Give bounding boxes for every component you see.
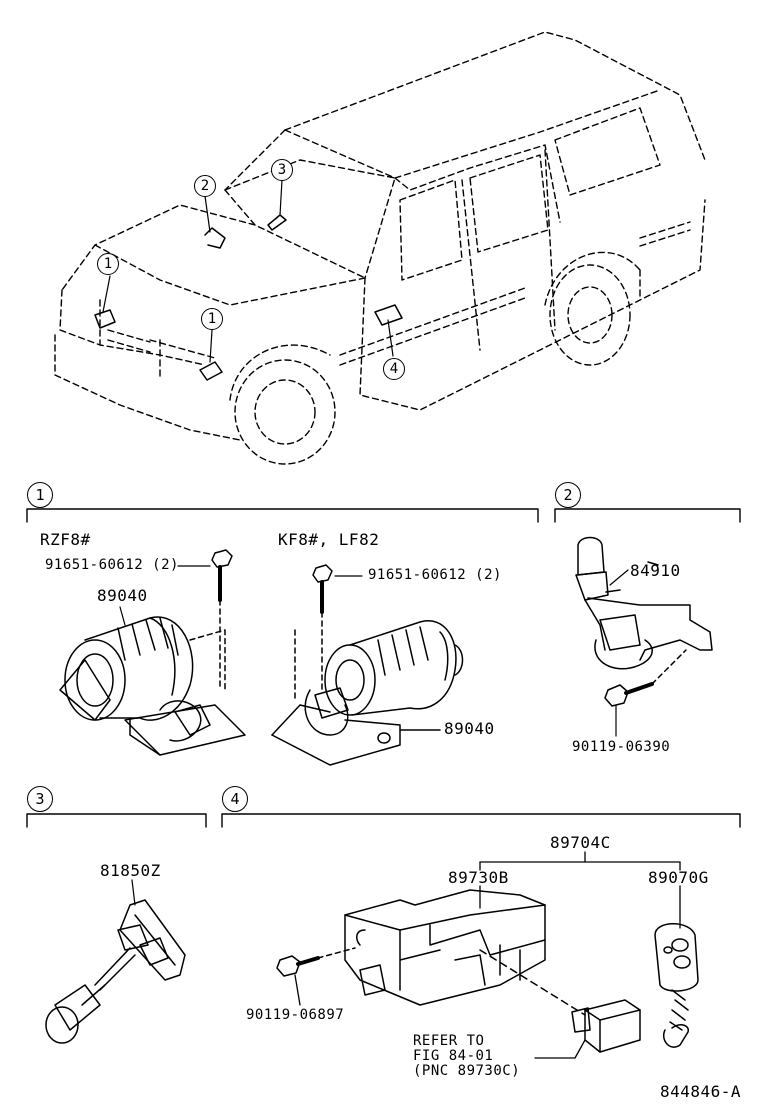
vehicle-callout-hood-switch: 2 — [194, 175, 216, 197]
vehicle-callout-horn-left: 1 — [97, 253, 119, 275]
bolt-part-number-left: 91651-60612 (2) — [45, 557, 179, 573]
section1-leaders — [119, 565, 363, 626]
kit-part-number: 89704C — [550, 833, 611, 852]
receiver-part-number: 89730B — [448, 868, 509, 887]
receiver-bolt-part-number: 90119-06897 — [246, 1007, 345, 1023]
bolt-part-number-right: 91651-60612 (2) — [368, 567, 502, 583]
transmitter-part-number: 89070G — [648, 868, 709, 887]
refer-note: REFER TO FIG 84-01 (PNC 89730C) — [413, 1033, 521, 1079]
horn-left-art — [59, 549, 246, 756]
horn-part-number-left: 89040 — [97, 586, 148, 605]
transmitter-art — [654, 923, 699, 1048]
section2-leaders — [609, 569, 629, 737]
section-brackets — [26, 508, 741, 828]
horn-right-art — [271, 564, 464, 766]
section4-leaders — [294, 851, 681, 1059]
switch-part-number: 81850Z — [100, 861, 161, 880]
vehicle-callout-receiver: 4 — [383, 358, 405, 380]
section-number-3: 3 — [27, 786, 53, 812]
variant-label-left: RZF8# — [40, 530, 91, 549]
hood-switch-part-number: 84910 — [630, 561, 681, 580]
receiver-art — [344, 889, 546, 1006]
section-number-4: 4 — [222, 786, 248, 812]
variant-label-right: KF8#, LF82 — [278, 530, 380, 549]
section-number-2: 2 — [555, 482, 581, 508]
section-number-1: 1 — [27, 482, 53, 508]
receiver-bolt-art — [276, 947, 586, 1016]
section3-switch-art — [45, 899, 186, 1044]
horn-part-number-right: 89040 — [444, 719, 495, 738]
hood-switch-bolt-part-number: 90119-06390 — [572, 739, 671, 755]
hood-switch-art — [575, 536, 713, 707]
section3-leaders — [131, 879, 136, 906]
vehicle-part-marks — [94, 214, 403, 381]
vehicle-outline — [54, 31, 706, 465]
vehicle-callout-horn-right: 1 — [201, 308, 223, 330]
diagram-id: 844846-A — [660, 1082, 742, 1101]
vehicle-leaders — [102, 179, 394, 363]
vehicle-callout-switch: 3 — [271, 159, 293, 181]
